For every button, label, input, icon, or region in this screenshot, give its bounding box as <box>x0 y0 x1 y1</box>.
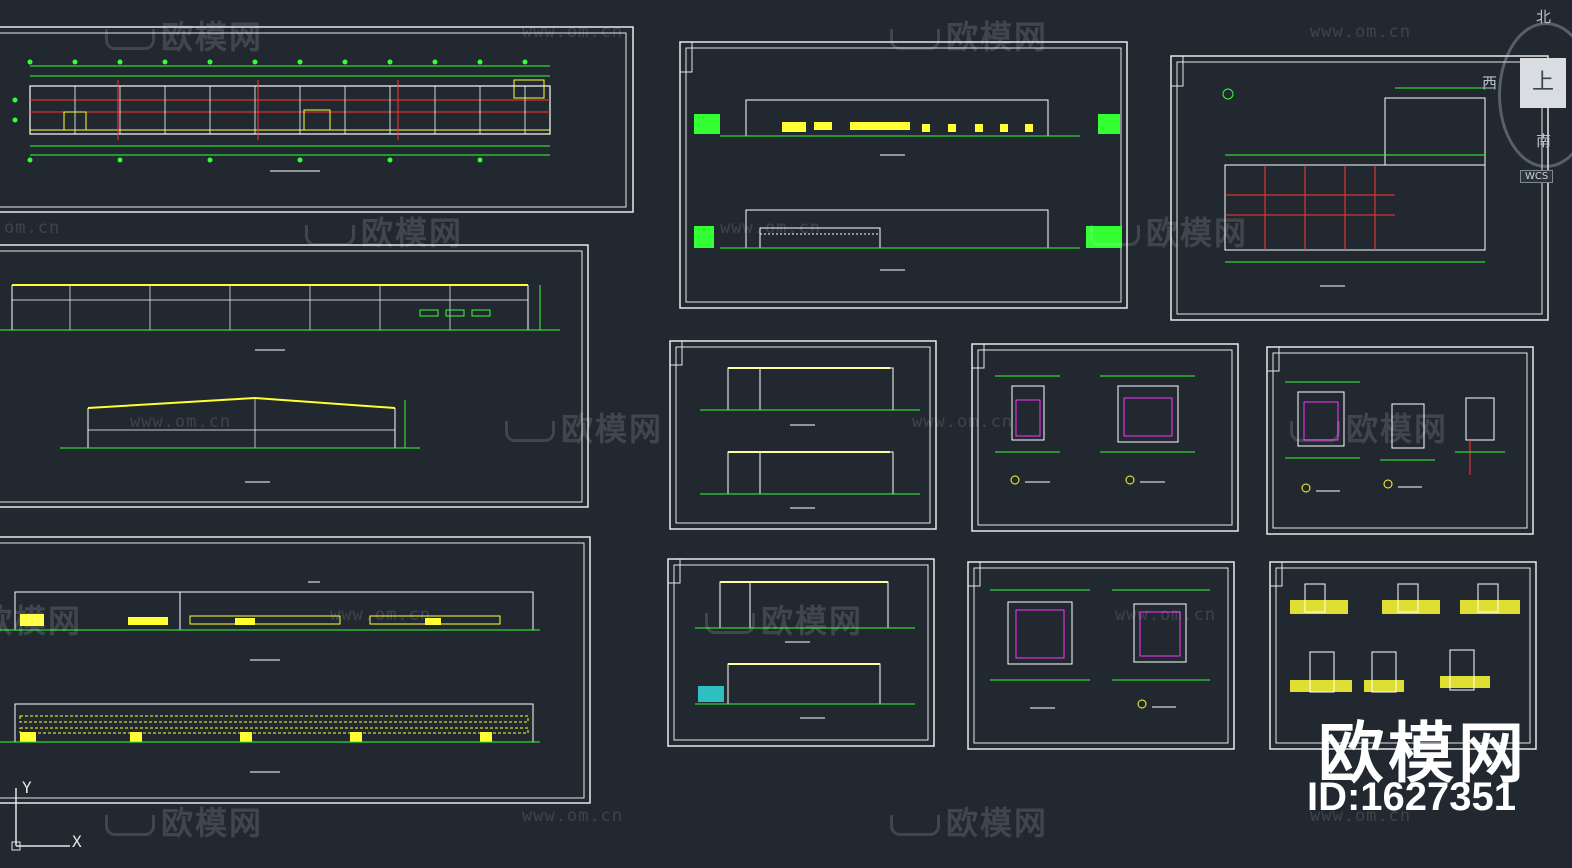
ucs-icon: Y X <box>10 776 90 856</box>
view-cube[interactable]: 北 西 南 上 WCS <box>1478 6 1572 196</box>
sheet-elevations-long[interactable] <box>0 536 591 804</box>
ucs-x-axis-label: X <box>72 832 82 851</box>
sheet-elevations-short[interactable] <box>679 41 1128 309</box>
sheet-sections-a[interactable] <box>669 340 937 530</box>
sheet-floor-plan-long[interactable] <box>0 26 634 213</box>
sheet-sections-b[interactable] <box>667 558 935 747</box>
brand-watermark-large: 欧模网 <box>1318 715 1528 792</box>
ucs-y-axis-label: Y <box>22 778 32 797</box>
compass-west-label[interactable]: 西 <box>1482 74 1498 92</box>
sheet-detail-plans-c[interactable] <box>967 561 1235 750</box>
resource-id-label: ID:1627351 <box>1306 775 1516 819</box>
view-cube-top-face[interactable]: 上 <box>1520 58 1566 108</box>
wcs-menu-button[interactable]: WCS <box>1520 170 1554 183</box>
sheet-sections-long[interactable] <box>0 244 589 508</box>
compass-south-label[interactable]: 南 <box>1536 132 1552 150</box>
sheet-detail-plans-a[interactable] <box>971 343 1239 532</box>
compass-north-label[interactable]: 北 <box>1536 8 1552 26</box>
sheet-detail-plans-b[interactable] <box>1266 346 1534 535</box>
sheet-node-details[interactable] <box>1269 561 1537 750</box>
sheet-site-plan[interactable] <box>1170 55 1549 321</box>
